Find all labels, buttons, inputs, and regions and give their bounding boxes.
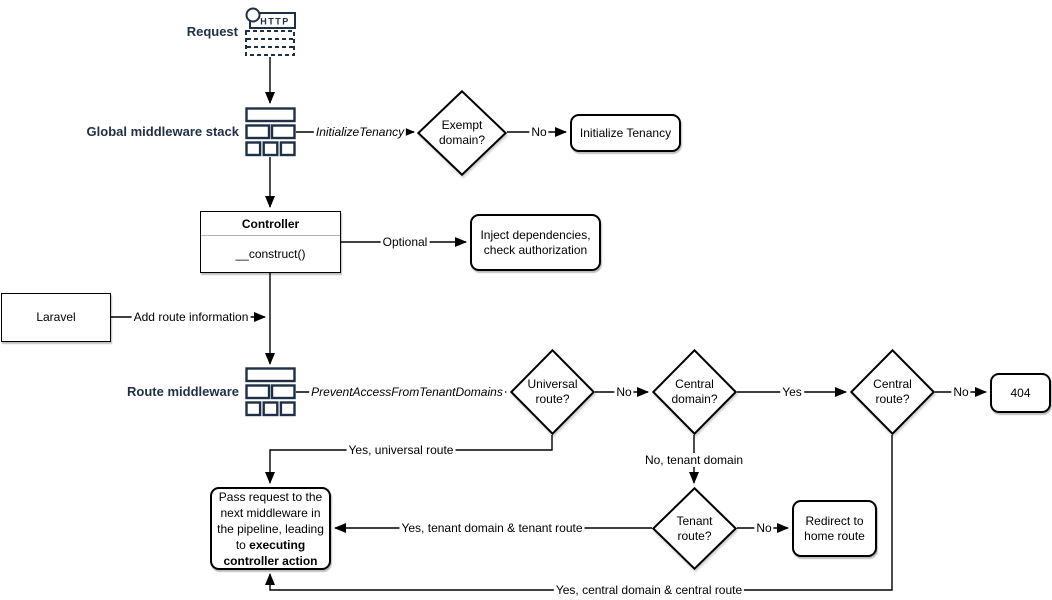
decision-central-route: Central route? [850,349,935,435]
edge-label-add-route-info: Add route information [131,310,251,324]
diamond-shape [652,349,737,435]
pass-request-text-bold: executing controller action [223,537,318,568]
decision-tenant-route: Tenant route? [652,487,737,570]
http-request-icon: HTTP [244,7,296,57]
edge-label-tenant-no: No [754,521,774,535]
edge-label-prevent-access: PreventAccessFromTenantDomains [309,385,505,399]
redirect-home-node: Redirect to home route [792,500,877,557]
middleware-stack-icon [245,107,296,157]
edge-label-optional: Optional [380,235,430,249]
http-icon-text: HTTP [260,17,290,27]
request-label: Request [186,24,238,39]
controller-title: Controller [201,212,340,236]
decision-exempt-domain: Exempt domain? [417,90,507,176]
decision-exempt-domain-label: Exempt domain? [438,118,486,147]
controller-node: Controller __construct() [200,211,341,273]
edge-label-yes-universal-route: Yes, universal route [346,443,456,457]
decision-central-route-label: Central route? [873,377,912,406]
edge-label-yes-tenant-route: Yes, tenant domain & tenant route [399,521,585,535]
pass-request-text-normal: Pass request to the next middleware in t… [217,489,324,552]
edge-label-universal-no: No [614,385,634,399]
decision-central-domain: Central domain? [652,349,737,435]
controller-method: __construct() [235,247,306,261]
diamond-shape [850,349,935,435]
pass-request-node: Pass request to the next middleware in t… [210,487,331,570]
route-middleware-icon [245,367,296,417]
initialize-tenancy-node: Initialize Tenancy [570,114,681,152]
diamond-shape [652,487,737,570]
edge-label-central-domain-yes: Yes [780,385,804,399]
decision-tenant-route-label: Tenant route? [676,513,713,543]
edge-label-central-route-no: No [951,385,971,399]
inject-dependencies-node: Inject dependencies, check authorization [470,214,601,271]
decision-universal-route-label: Universal route? [527,377,578,406]
pass-request-text: Pass request to the next middleware in t… [216,489,325,569]
route-middleware-label: Route middleware [127,384,239,399]
edge-label-exempt-no: No [529,125,549,139]
decision-central-domain-label: Central domain? [671,377,718,406]
edge-label-initialize-tenancy: InitializeTenancy [313,125,407,139]
diamond-shape [417,90,507,176]
decision-universal-route: Universal route? [510,349,595,435]
global-middleware-label: Global middleware stack [86,124,239,139]
not-found-node: 404 [990,373,1051,413]
edge-label-yes-central-route: Yes, central domain & central route [553,583,745,597]
edge-label-no-tenant-domain: No, tenant domain [642,453,746,467]
diamond-shape [510,349,595,435]
laravel-node: Laravel [1,293,111,342]
